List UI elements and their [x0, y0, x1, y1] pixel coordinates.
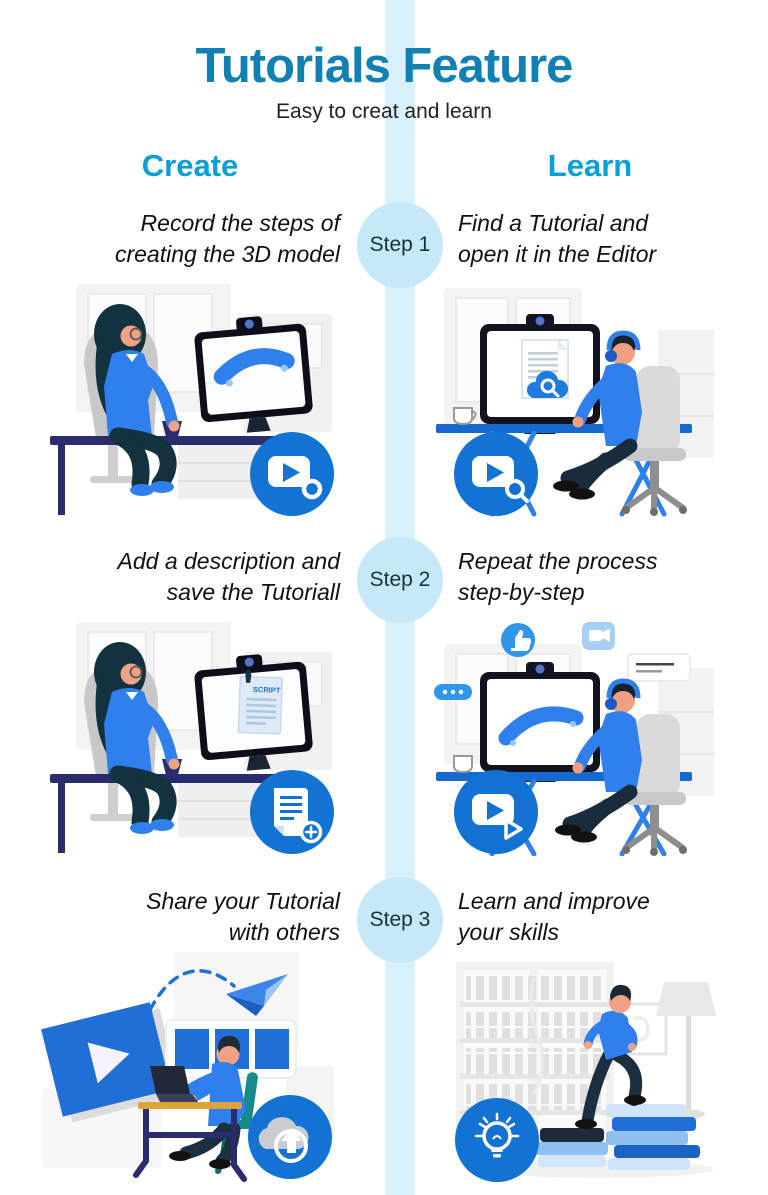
step1-badge: Step 1: [357, 202, 443, 288]
video-camera-icon: [582, 622, 615, 650]
monitor-with-document: [480, 314, 600, 434]
paper-plane-icon: [226, 974, 288, 1016]
illustration-woman-recording-3d-model: [48, 278, 338, 518]
search-cloud-icon: [526, 370, 569, 398]
shared-video-card: [41, 1002, 182, 1123]
office-chair: [622, 366, 687, 516]
search-tutorial-icon: [454, 432, 538, 516]
headphones-icon: [606, 330, 641, 351]
create-step2-text: Add a description and save the Tutoriall: [117, 548, 341, 605]
man-person: [553, 330, 642, 500]
thumbs-up-icon: [501, 623, 535, 657]
monitor-with-script: SCRIPT: [194, 654, 313, 771]
add-script-icon: [250, 770, 334, 854]
step2-badge: Step 2: [357, 537, 443, 623]
laptop-icon: [150, 1066, 190, 1094]
step3-badge: Step 3: [357, 877, 443, 963]
man-person: [555, 678, 642, 843]
laptop-desk: [133, 1066, 247, 1182]
chat-dots-icon: [434, 684, 472, 700]
monitor-with-webcam: [194, 316, 313, 433]
create-step3-text: Share your Tutorial with others: [146, 888, 340, 945]
learn-step3-text: Learn and improve your skills: [458, 888, 650, 945]
book-stack-right: [606, 1104, 700, 1170]
create-step1-text: Record the steps of creating the 3D mode…: [114, 210, 340, 267]
book-stack-left: [534, 1128, 608, 1167]
learn-step1-text: Find a Tutorial and open it in the Edito…: [458, 210, 657, 267]
column-header-learn: Learn: [547, 148, 633, 183]
record-video-icon: [250, 432, 334, 516]
play-tutorial-icon: [454, 770, 538, 854]
man-climbing: [575, 984, 646, 1129]
column-header-create: Create: [141, 148, 239, 183]
illustration-man-finding-tutorial: [430, 278, 720, 518]
page-title: Tutorials Feature: [195, 39, 574, 93]
headphones-icon: [606, 678, 641, 699]
coffee-cup: [453, 407, 473, 426]
woman-person: [94, 642, 180, 834]
page-subtitle: Easy to creat and learn: [276, 100, 492, 123]
note-card: [627, 653, 691, 682]
coffee-cup: [453, 755, 473, 774]
illustration-man-climbing-books: [436, 948, 726, 1188]
woman-person: [94, 304, 180, 496]
illustration-man-sharing-video: [34, 948, 339, 1188]
idea-lightbulb-icon: [455, 1098, 539, 1182]
office-chair: [622, 714, 687, 856]
cloud-upload-icon: [248, 1095, 332, 1179]
learn-step2-text: Repeat the process step-by-step: [458, 548, 658, 605]
illustration-man-repeating-process: [430, 616, 720, 856]
script-label: SCRIPT: [253, 685, 281, 695]
play-icon: [87, 1042, 130, 1084]
dashed-path: [148, 969, 236, 1012]
illustration-woman-writing-script: SCRIPT: [48, 616, 338, 856]
